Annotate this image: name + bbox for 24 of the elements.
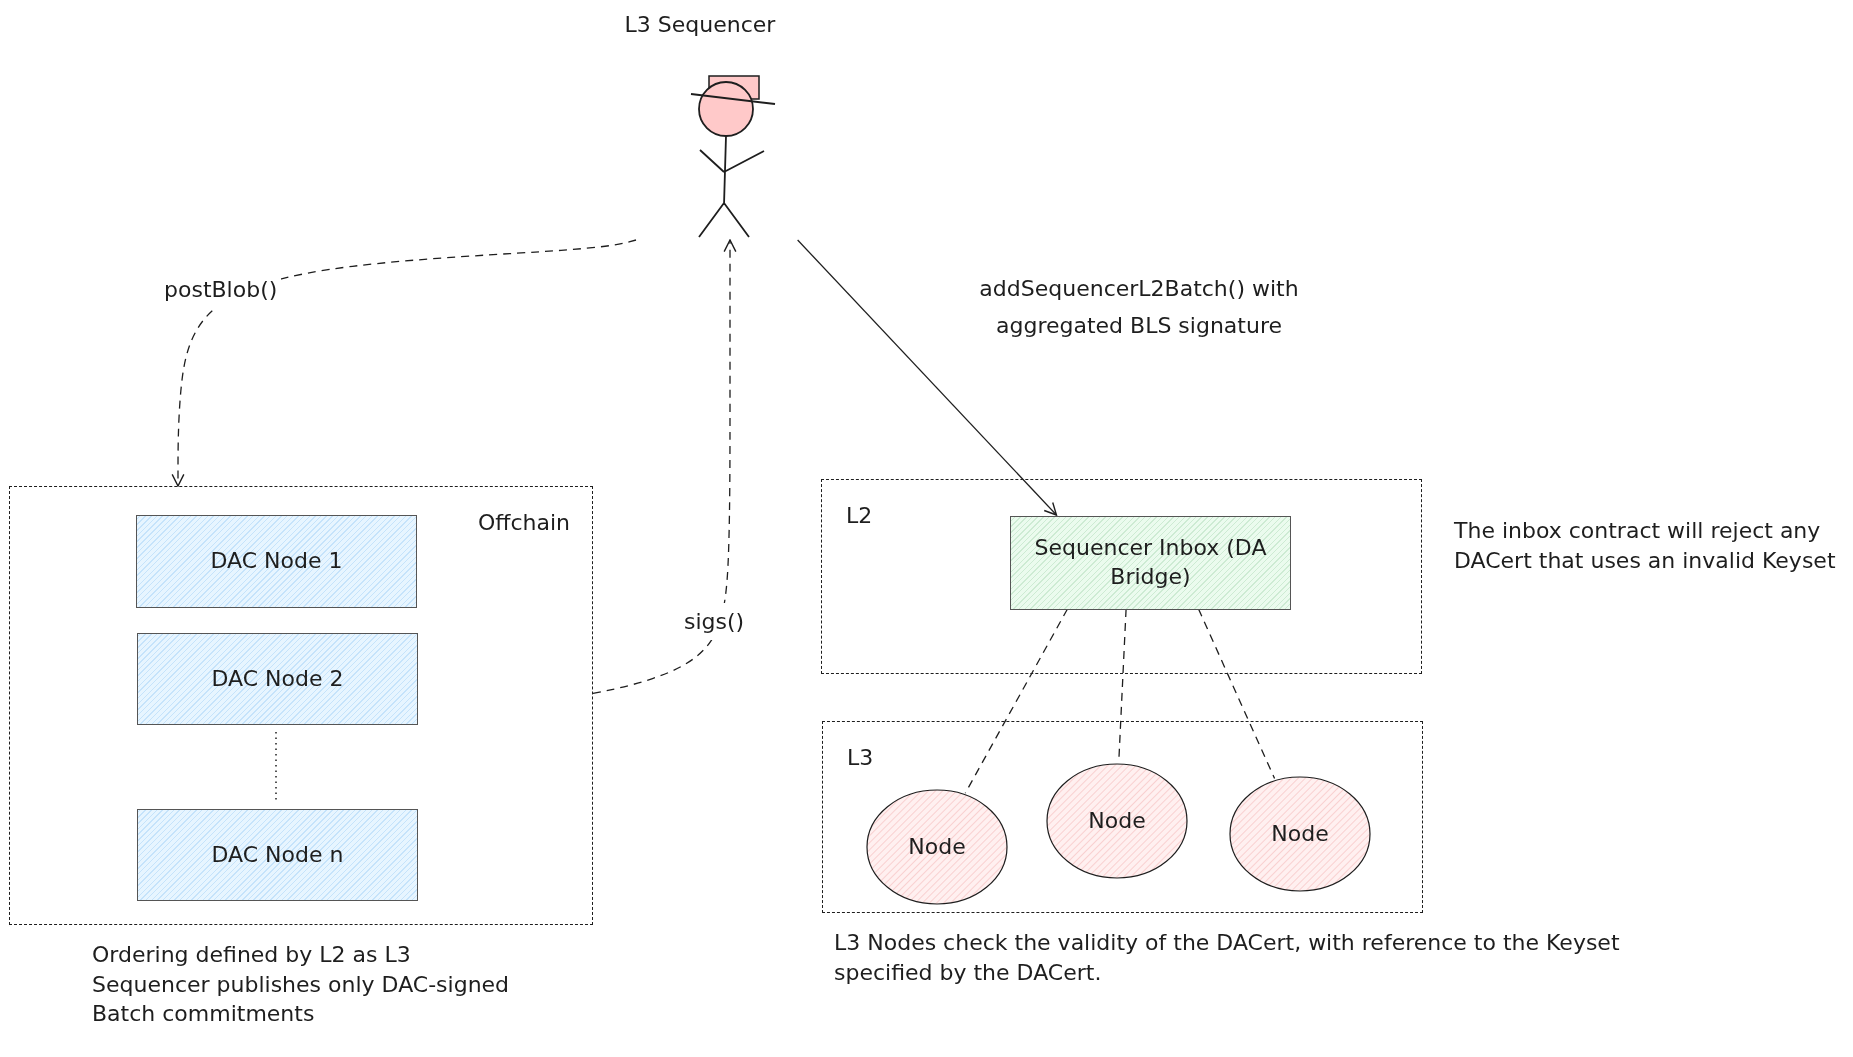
node-ellipse bbox=[1229, 776, 1371, 892]
node-ellipse bbox=[1046, 763, 1188, 879]
dashed-group-frame bbox=[9, 486, 593, 925]
process-box: DAC Node n bbox=[137, 809, 418, 901]
arrow bbox=[797, 239, 1058, 516]
actor-label: L3 Sequencer bbox=[623, 11, 777, 39]
connector-line bbox=[1197, 608, 1276, 780]
process-box: DAC Node 1 bbox=[136, 515, 417, 608]
dashed-group-frame bbox=[821, 479, 1422, 674]
arrow bbox=[592, 239, 737, 695]
node-ellipse bbox=[866, 789, 1008, 905]
group-label: L3 bbox=[847, 744, 874, 772]
node-label: Node bbox=[908, 832, 966, 861]
arrow bbox=[171, 239, 637, 487]
dashed-group-frame bbox=[822, 721, 1423, 913]
group-label: Offchain bbox=[477, 509, 570, 537]
note-text: L3 Nodes check the validity of the DACert, with reference to the Keyset specified by the DACert. bbox=[834, 929, 1621, 987]
note-text: Ordering defined by L2 as L3 Sequencer publishes only DAC-signed Batch commitments bbox=[92, 941, 511, 1029]
group-label: L2 bbox=[846, 502, 873, 530]
node-label: Node bbox=[1271, 819, 1329, 848]
node-label: Node bbox=[1088, 806, 1146, 835]
note-text: The inbox contract will reject any DACert that uses an invalid Keyset bbox=[1454, 517, 1837, 575]
process-box: Sequencer Inbox (DA Bridge) bbox=[1010, 516, 1291, 610]
process-box: DAC Node 2 bbox=[137, 633, 418, 725]
